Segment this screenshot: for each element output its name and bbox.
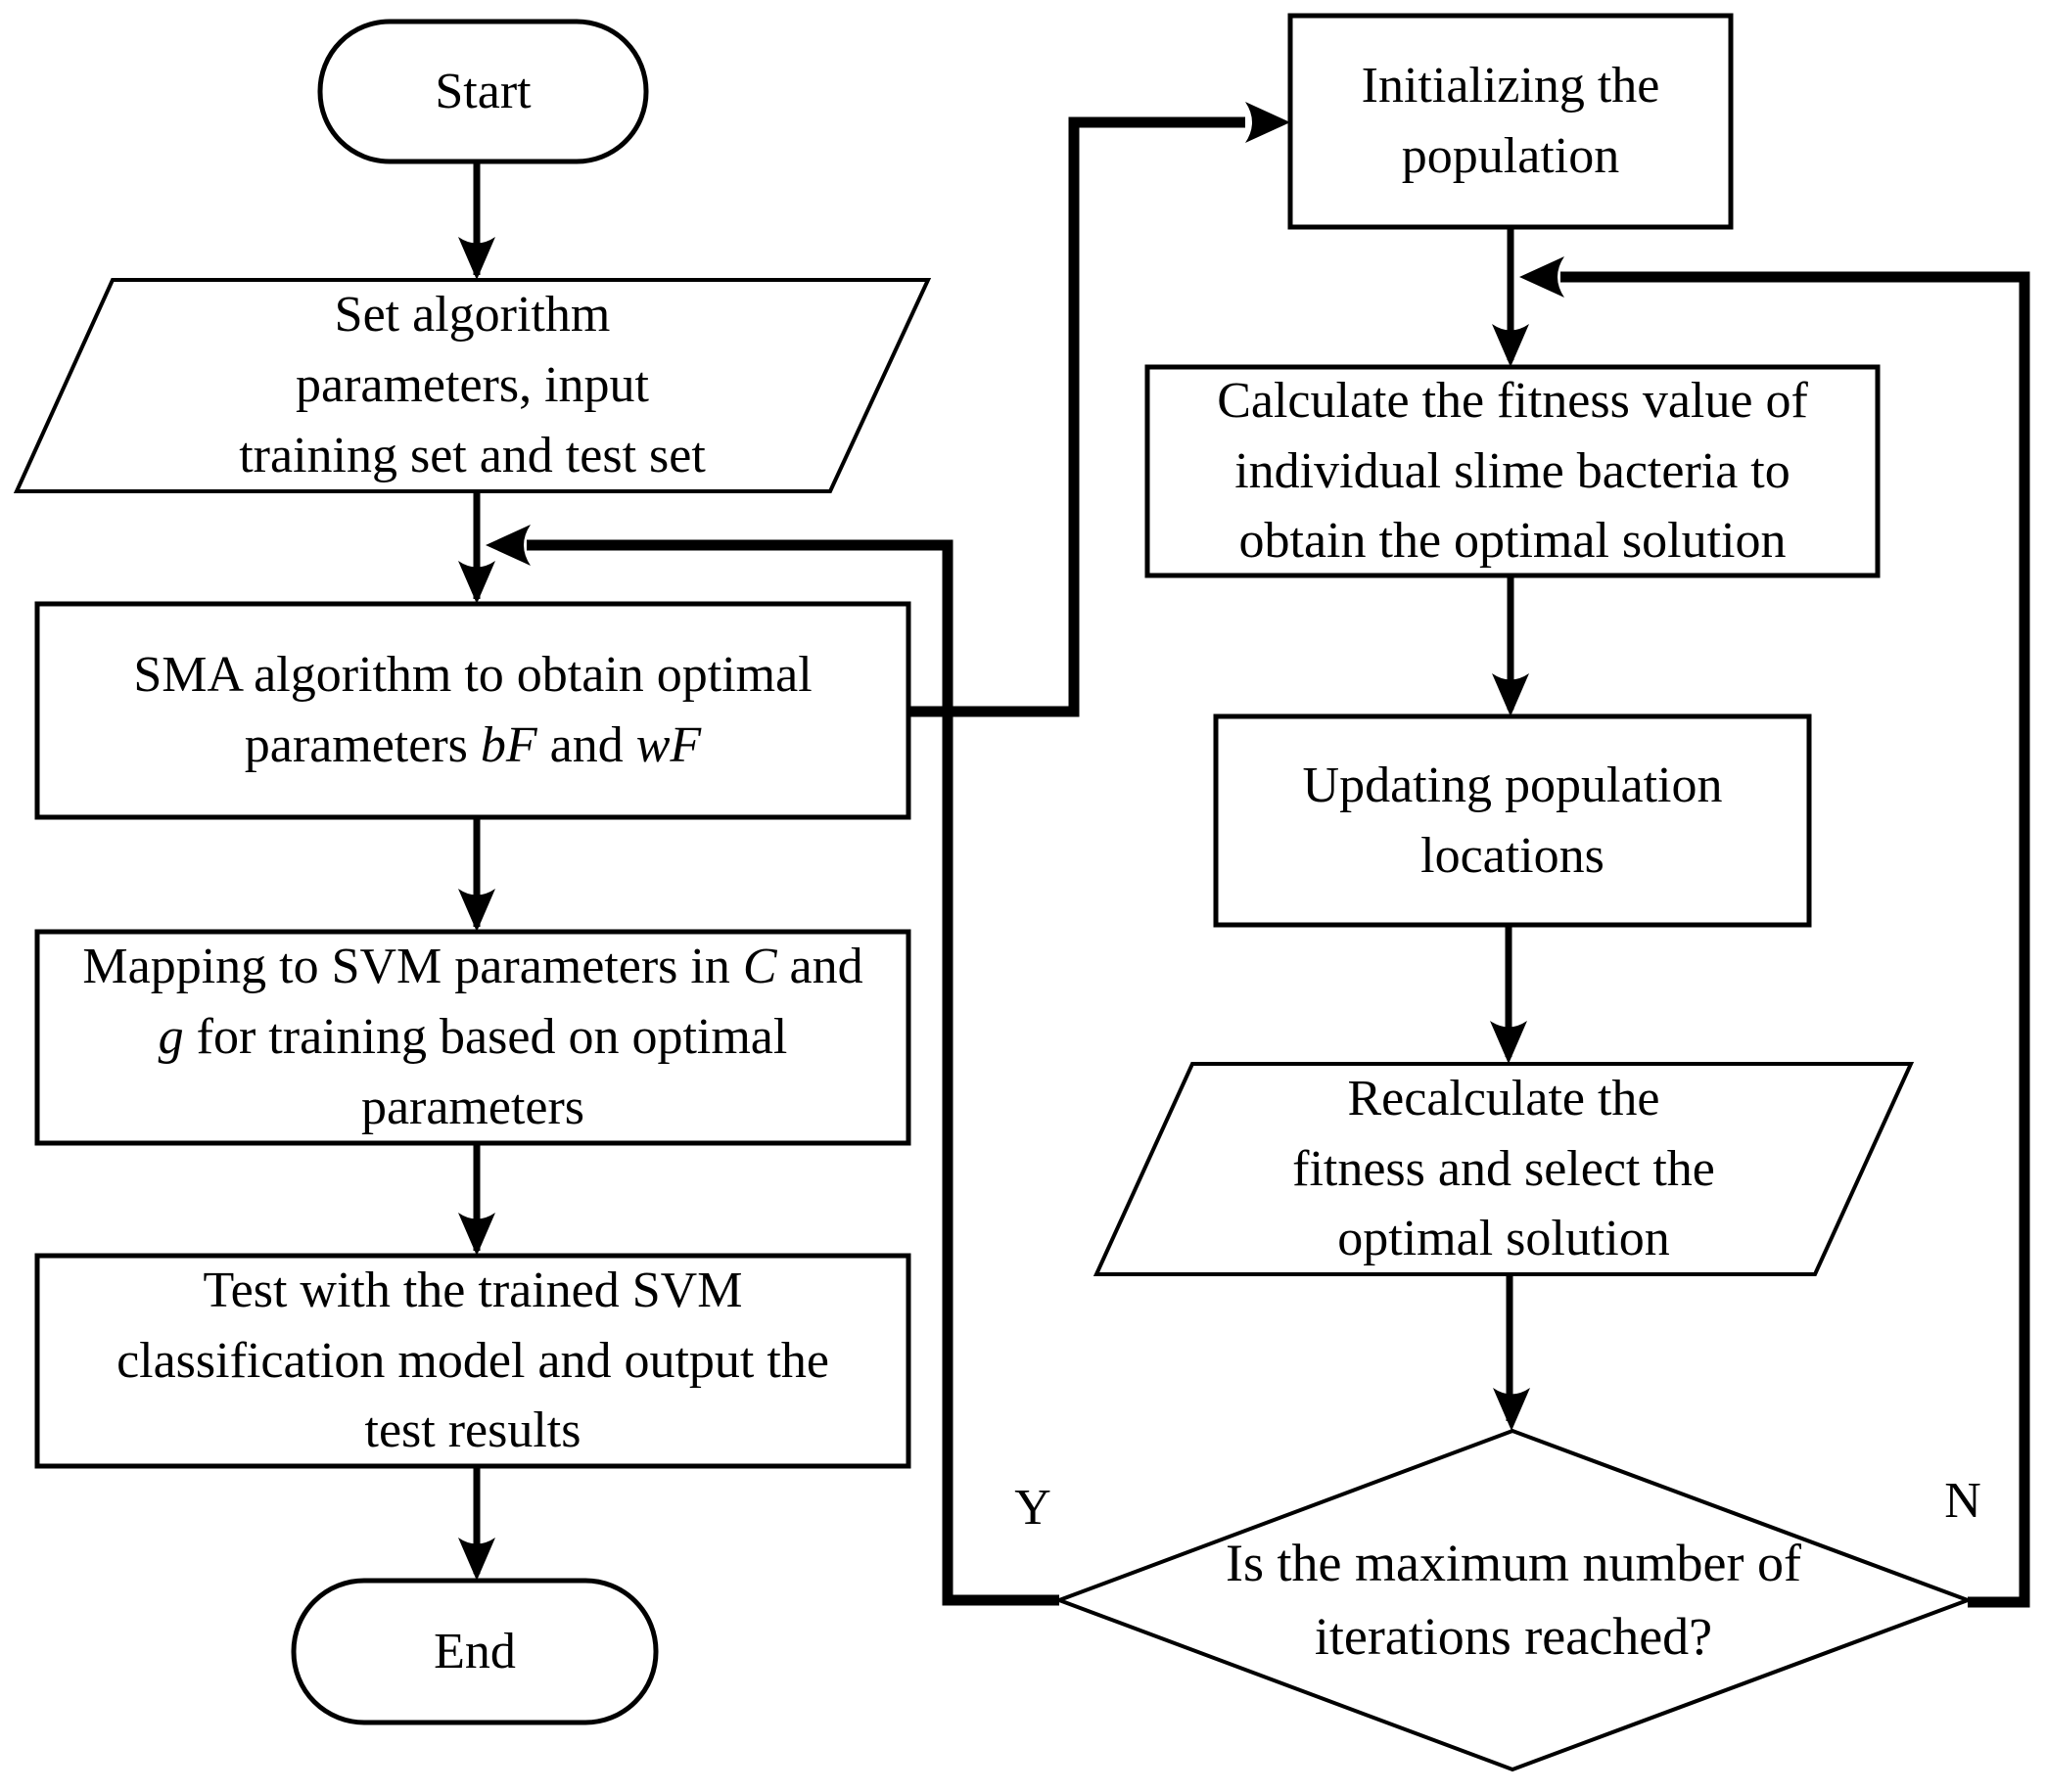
- recalculate-node-shape: [1093, 1062, 1915, 1276]
- arrowhead-initializing: [1245, 102, 1290, 143]
- arrowhead-yes-return: [486, 525, 531, 566]
- updating-node-shape: [1213, 713, 1812, 928]
- arrowhead-set-params: [458, 237, 495, 280]
- decision-node-shape: [1053, 1428, 1974, 1772]
- arrowhead-fitness: [1492, 324, 1529, 367]
- arrowhead-test: [458, 1213, 495, 1256]
- arrowhead-end: [458, 1538, 495, 1581]
- end-node-shape: [291, 1578, 659, 1725]
- arrowhead-sma: [458, 561, 495, 604]
- loop-return-no-line: [1560, 271, 2030, 1608]
- start-node-shape: [317, 19, 649, 164]
- set-params-node-shape: [13, 278, 932, 493]
- test-node-shape: [34, 1253, 911, 1469]
- sma-node-shape: [34, 601, 911, 820]
- mapping-node-shape: [34, 929, 911, 1146]
- arrowhead-updating: [1492, 673, 1529, 716]
- arrowhead-recalculate: [1490, 1021, 1527, 1064]
- arrowhead-mapping: [458, 889, 495, 932]
- fitness-node-shape: [1144, 364, 1881, 578]
- initializing-node-shape: [1287, 13, 1734, 230]
- arrowhead-decision: [1493, 1388, 1530, 1431]
- arrowhead-no-return: [1519, 256, 1564, 298]
- sma-to-initializing-line: [908, 116, 1245, 717]
- loop-return-yes-line: [527, 539, 1059, 1606]
